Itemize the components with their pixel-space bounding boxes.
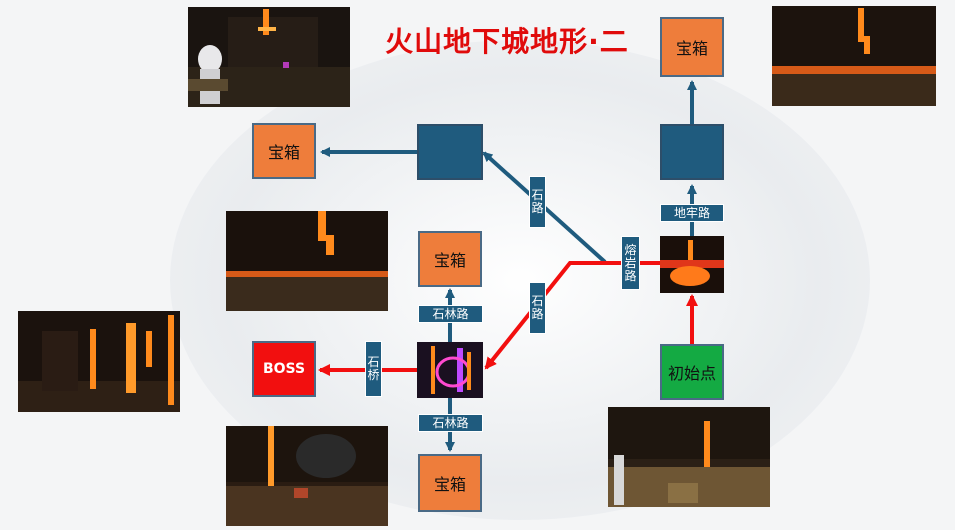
crystal-room-image <box>417 342 483 398</box>
page-title: 火山地下城地形·二 <box>385 25 629 58</box>
label-char: 石 <box>531 294 544 308</box>
scene-thumbnail-far-left <box>18 311 180 412</box>
lava-room-image <box>660 236 724 293</box>
volcano-scene-image <box>188 7 350 107</box>
room-node-top-right[interactable] <box>660 124 724 180</box>
room-node-top-left[interactable] <box>417 124 483 180</box>
volcano-scene-image <box>18 311 180 412</box>
label-char: 路 <box>531 307 544 321</box>
label-char: 熔 <box>624 242 637 257</box>
treasure-node-top[interactable]: 宝箱 <box>660 17 724 77</box>
label-char: 石 <box>531 188 544 202</box>
path-label-stone-road-upper: 石路 <box>529 176 546 228</box>
path-label-stone-bridge: 石桥 <box>365 341 382 397</box>
volcano-scene-image <box>226 211 388 311</box>
path-label-stone-forest-down: 石林路 <box>418 414 483 432</box>
start-node[interactable]: 初始点 <box>660 344 724 400</box>
path-label-lava-road: 熔岩路 <box>621 236 640 290</box>
path-label-stone-forest-up: 石林路 <box>418 305 483 323</box>
scene-thumbnail-bottom-right <box>608 407 770 507</box>
volcano-scene-image <box>226 426 388 526</box>
scene-thumbnail-top-right <box>772 6 936 106</box>
boss-node[interactable]: BOSS <box>252 341 316 397</box>
treasure-node-middle[interactable]: 宝箱 <box>418 231 482 287</box>
label-char: 路 <box>624 268 637 283</box>
room-mid-scene-tile[interactable] <box>417 342 483 398</box>
volcano-scene-image <box>772 6 936 106</box>
label-char: 桥 <box>367 368 380 382</box>
label-char: 路 <box>531 201 544 215</box>
label-char: 岩 <box>624 255 637 270</box>
volcano-scene-image <box>608 407 770 507</box>
junction-scene-tile[interactable] <box>660 236 724 293</box>
path-label-dungeon-road: 地牢路 <box>660 204 724 222</box>
label-char: 石 <box>367 355 380 369</box>
scene-thumbnail-mid-left <box>226 211 388 311</box>
path-label-stone-road-lower: 石路 <box>529 282 546 334</box>
scene-thumbnail-bottom-left <box>226 426 388 526</box>
treasure-node-bottom[interactable]: 宝箱 <box>418 454 482 512</box>
treasure-node-left[interactable]: 宝箱 <box>252 123 316 179</box>
scene-thumbnail-top-left <box>188 7 350 107</box>
